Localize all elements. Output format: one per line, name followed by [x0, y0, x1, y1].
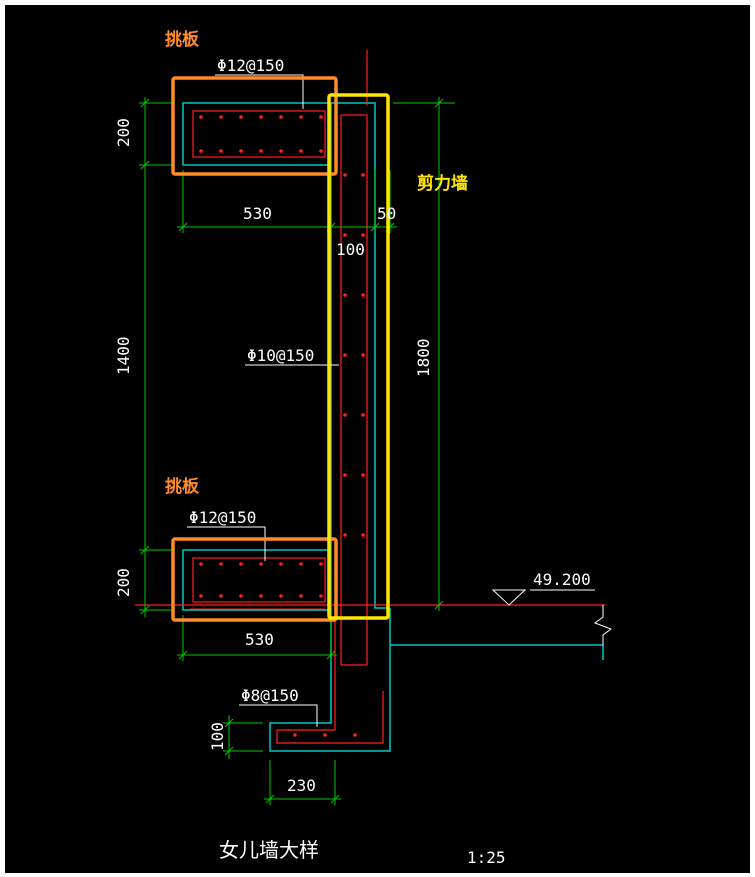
break-symbol	[593, 605, 613, 645]
dim-footing-height: 100	[208, 722, 227, 751]
bottom-slab-outline	[182, 549, 332, 611]
rebar-label-wall: Φ10@150	[247, 346, 314, 365]
dim-bottom-slab-height: 200	[114, 568, 133, 597]
cantilever-label-top: 挑板	[165, 29, 200, 50]
dimension-lines	[139, 97, 455, 805]
dim-bottom-slab-width: 530	[245, 630, 274, 649]
wall-outline-right	[331, 102, 390, 609]
dim-wall-offset: 50	[377, 204, 396, 223]
roof-slab-outline	[389, 608, 604, 660]
dim-top-slab-width: 530	[243, 204, 272, 223]
footing-rebar	[276, 603, 384, 744]
bottom-slab-rebar	[192, 557, 326, 603]
parapet-detail-drawing: 挑板 挑板 剪力墙 Φ12@150 Φ10@150 Φ12@150 Φ8@150…	[114, 29, 613, 867]
dim-mid-span: 1400	[114, 336, 133, 375]
dim-total-height: 1800	[414, 338, 433, 377]
bottom-cantilever-highlight	[171, 537, 338, 622]
top-slab-outline	[182, 102, 332, 166]
dim-top-slab-height: 200	[114, 118, 133, 147]
shear-wall-label: 剪力墙	[417, 173, 468, 194]
elevation-value: 49.200	[533, 570, 591, 589]
drawing-scale: 1:25	[467, 848, 506, 867]
cad-drawing-canvas: 挑板 挑板 剪力墙 Φ12@150 Φ10@150 Φ12@150 Φ8@150…	[5, 5, 750, 873]
rebar-dots	[199, 115, 365, 737]
cantilever-label-bottom: 挑板	[165, 476, 200, 497]
rebar-label-top-slab: Φ12@150	[217, 56, 284, 75]
elevation-marker	[491, 589, 527, 606]
rebar	[135, 50, 605, 744]
leader-lines	[187, 74, 613, 727]
rebar-label-bottom-slab: Φ12@150	[189, 508, 256, 527]
rebar-label-footing: Φ8@150	[241, 686, 299, 705]
top-cantilever-highlight	[171, 76, 338, 176]
drawing-title: 女儿墙大样	[219, 838, 319, 862]
footing-outline	[269, 610, 391, 752]
top-slab-rebar	[192, 110, 326, 158]
concrete-outline	[182, 102, 604, 752]
dim-footing-width: 230	[287, 776, 316, 795]
dim-wall-thickness: 100	[336, 240, 365, 259]
shear-wall-highlight	[327, 93, 390, 620]
